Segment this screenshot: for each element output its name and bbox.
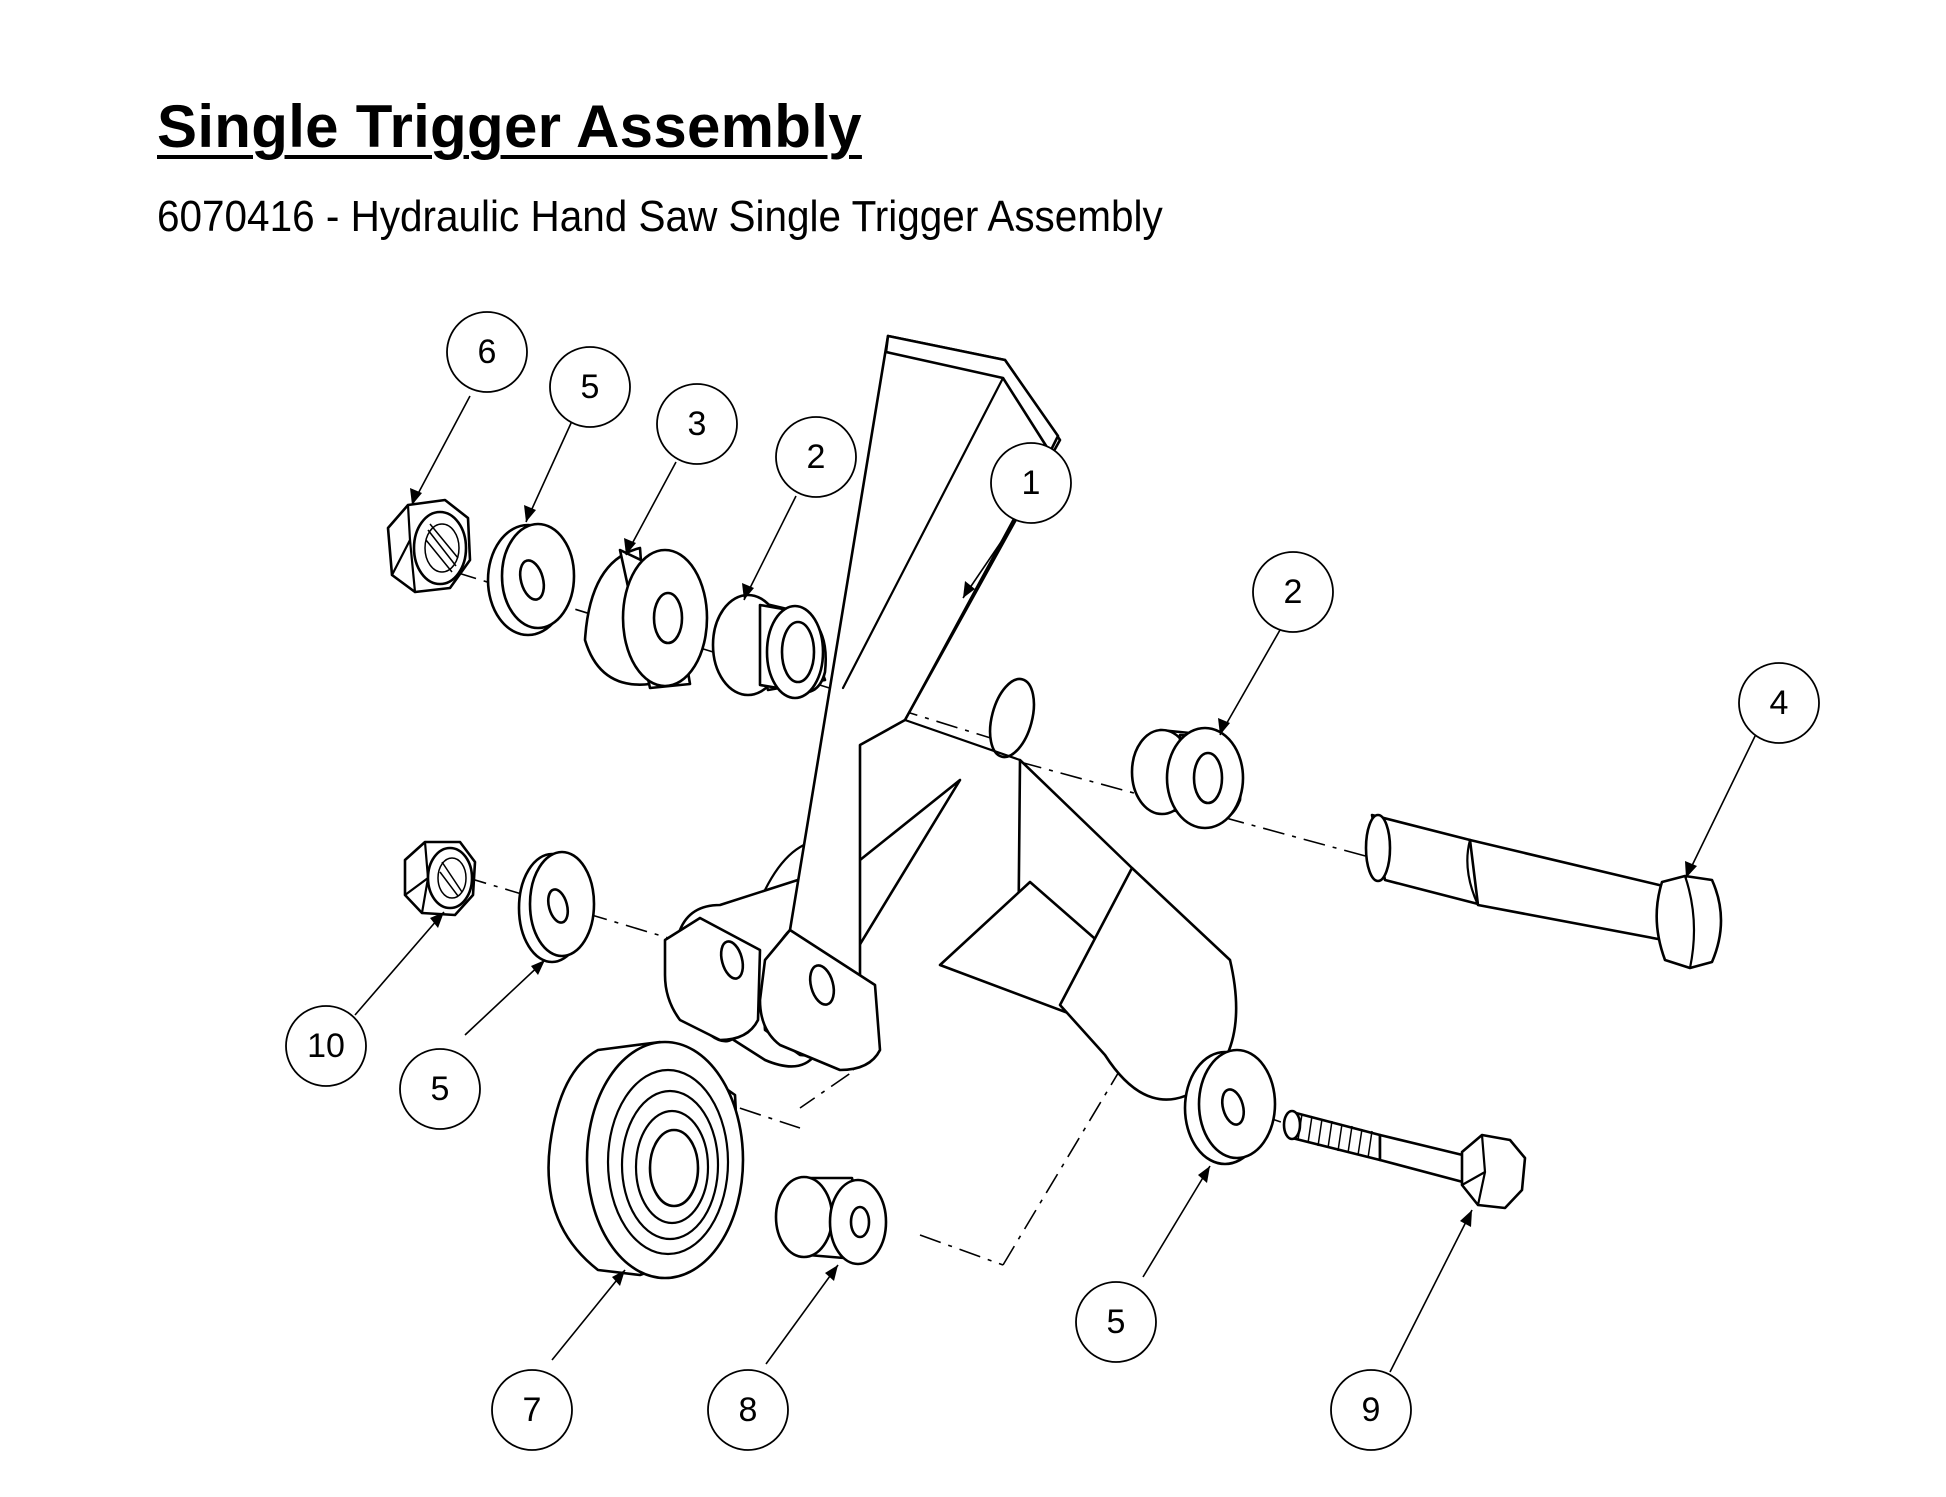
roller-bearing-part [547, 1040, 745, 1280]
balloon-2-upper-label: 2 [807, 438, 826, 476]
balloon-7: 7 [491, 1369, 573, 1451]
balloon-6: 6 [446, 311, 528, 393]
balloon-9-label: 9 [1362, 1391, 1381, 1429]
balloon-4-label: 4 [1770, 684, 1789, 722]
leader-lines [354, 395, 1759, 1373]
lock-nut-part [403, 840, 477, 917]
balloon-5-lower-label: 5 [1107, 1303, 1126, 1341]
balloon-5-middle: 5 [399, 1048, 481, 1130]
page-title: Single Trigger Assembly [157, 93, 862, 160]
balloon-7-label: 7 [523, 1391, 542, 1429]
balloon-10-label: 10 [307, 1027, 345, 1065]
washer-lower-part [1183, 1048, 1277, 1166]
balloon-10: 10 [285, 1005, 367, 1087]
balloon-1-label: 1 [1022, 464, 1041, 502]
washer-middle-part [517, 850, 596, 964]
balloon-3-label: 3 [688, 405, 707, 443]
flanged-bushing-right-part [1130, 726, 1245, 830]
balloon-9: 9 [1330, 1369, 1412, 1451]
spacer-sleeve-part [583, 546, 709, 690]
balloon-2-upper: 2 [775, 416, 857, 498]
bearing-spacer-part [774, 1175, 888, 1266]
balloon-3: 3 [656, 383, 738, 465]
balloon-5-middle-label: 5 [431, 1070, 450, 1108]
balloon-8-label: 8 [739, 1391, 758, 1429]
balloon-5-upper-label: 5 [581, 368, 600, 406]
balloon-1: 1 [990, 442, 1072, 524]
page-subtitle: 6070416 - Hydraulic Hand Saw Single Trig… [157, 192, 1163, 241]
shoulder-pin-part [1364, 813, 1723, 970]
balloon-5-upper: 5 [549, 346, 631, 428]
balloon-5-lower: 5 [1075, 1281, 1157, 1363]
balloon-2-right-label: 2 [1284, 573, 1303, 611]
balloon-2-right: 2 [1252, 551, 1334, 633]
hex-bolt-part [1282, 1109, 1527, 1210]
balloon-8: 8 [707, 1369, 789, 1451]
flanged-bushing-upper-part [711, 593, 827, 700]
balloon-6-label: 6 [478, 333, 497, 371]
trigger-bracket-part [663, 334, 1238, 1101]
balloon-4: 4 [1738, 662, 1820, 744]
hex-nut-upper-part [386, 498, 472, 594]
washer-upper-part [486, 522, 576, 637]
